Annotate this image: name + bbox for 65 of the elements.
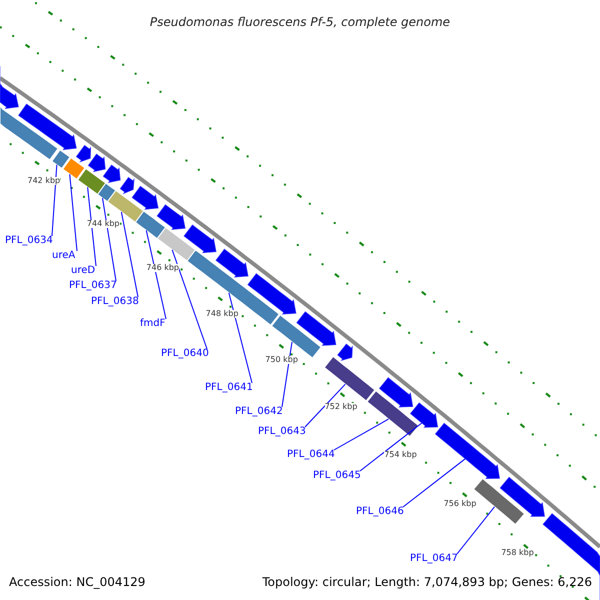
gene-feature [0,66,19,109]
gene-label: PFL_0643 [258,427,306,437]
gene-feature [296,311,336,346]
gene-feature [76,144,92,162]
gene-feature [132,186,159,210]
leader-line [360,422,422,472]
gene-feature [500,476,545,517]
leader-line [334,418,389,450]
scale-label: 742 kbp [28,177,60,186]
gene-feature [156,226,196,262]
scale-label: 754 kbp [384,450,417,459]
gene-feature [184,224,216,254]
gene-label: ureA [52,251,76,261]
title: Pseudomonas fluorescens Pf-5, complete genome [150,15,450,29]
gene-feature [410,402,438,428]
gene-feature [337,344,353,362]
leader-line [402,458,466,508]
gene-feature [120,176,134,194]
gene-feature [102,164,121,184]
leader-line [52,164,58,236]
gene-feature [156,204,186,230]
gene-feature [18,104,77,150]
gene-feature [134,210,166,240]
scale-label: 752 kbp [324,402,358,411]
gene-feature [366,390,420,438]
scale-label: 758 kbp [501,548,534,556]
gene-feature [378,377,414,408]
leader-line [102,198,116,282]
gene-feature [88,154,106,172]
gene-label: PFL_0641 [205,383,253,393]
leader-line [282,341,292,408]
gene-label: PFL_0644 [287,450,335,460]
gene-feature [96,182,116,202]
gene-feature [77,168,106,196]
gene-label: PFL_0637 [69,281,117,291]
gene-label: PFL_0647 [410,554,458,564]
gene-label: PFL_0638 [91,297,139,307]
gene-feature [186,249,280,326]
gene-label: PFL_0646 [356,507,404,517]
scale-label: 744 kbp [86,220,120,228]
leader-line [172,249,208,350]
leader-line [304,384,346,428]
gene-label: PFL_0642 [235,407,283,417]
gene-label: fmdF [140,319,166,329]
scale-label: 750 kbp [265,356,298,364]
leader-line [146,230,166,320]
gene-label: PFL_0640 [161,349,209,359]
scale-label: 756 kbp [444,500,476,508]
leader-line [120,212,138,298]
gene-label: PFL_0645 [313,471,361,481]
leader-line [69,174,78,252]
gene-feature [434,422,500,479]
gene-feature [215,248,248,278]
footer-text: Topology: circular; Length: 7,074,893 bp; Genes: 6,226 [262,576,592,588]
footer-text: Accession: NC_004129 [9,576,146,588]
gene-label: ureD [71,266,96,276]
gene-feature [324,356,376,402]
scale-label: 746 kbp [146,264,179,272]
gene-feature [51,149,71,170]
gene-label: PFL_0634 [5,236,53,246]
leader-line [456,506,495,554]
leader-line [87,186,96,266]
scale-label: 748 kbp [206,310,238,318]
gene-feature [62,157,86,180]
gene-feature [247,273,296,314]
